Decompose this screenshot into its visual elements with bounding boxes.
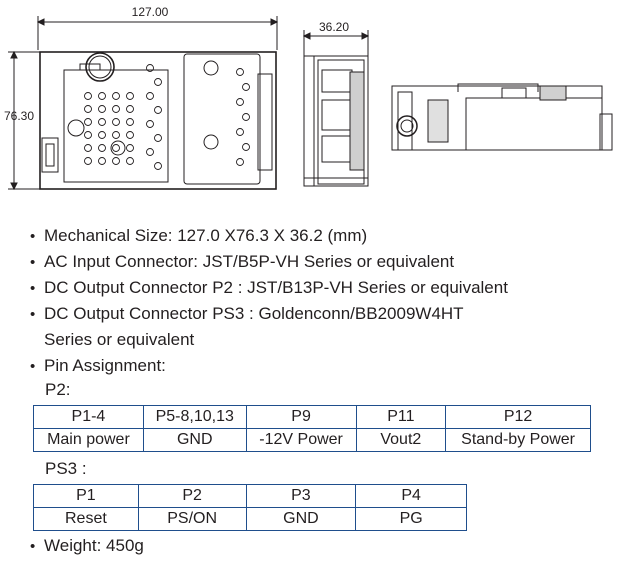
board-hole bbox=[112, 118, 120, 126]
spec-list: •Mechanical Size: 127.0 X76.3 X 36.2 (mm… bbox=[30, 223, 625, 401]
table-cell: P1 bbox=[33, 484, 139, 508]
ac-connector bbox=[41, 137, 59, 173]
width-label: 127.00 bbox=[132, 5, 169, 19]
p2-label: P2: bbox=[45, 380, 71, 399]
board-hole bbox=[242, 113, 250, 121]
table-cell: P5-8,10,13 bbox=[142, 405, 247, 429]
board-hole bbox=[154, 134, 162, 142]
board-hole bbox=[84, 144, 92, 152]
board-hole bbox=[146, 92, 154, 100]
board-hole bbox=[154, 78, 162, 86]
board-hole bbox=[112, 144, 120, 152]
depth-label: 36.20 bbox=[319, 20, 349, 34]
board-hole bbox=[242, 83, 250, 91]
p2-connector bbox=[257, 73, 273, 171]
table-cell: P12 bbox=[445, 405, 591, 429]
board-hole bbox=[98, 144, 106, 152]
table-cell: GND bbox=[142, 428, 247, 452]
table-cell: P4 bbox=[355, 484, 467, 508]
board-hole bbox=[242, 143, 250, 151]
board-hole bbox=[98, 157, 106, 165]
board-hole bbox=[146, 148, 154, 156]
board-hole bbox=[126, 131, 134, 139]
table-cell: -12V Power bbox=[245, 428, 357, 452]
table-cell: GND bbox=[245, 507, 357, 531]
board-hole bbox=[112, 92, 120, 100]
board-hole bbox=[98, 131, 106, 139]
board-hole bbox=[236, 98, 244, 106]
board-hole bbox=[112, 131, 120, 139]
table-cell: P1-4 bbox=[33, 405, 144, 429]
table-cell: Reset bbox=[33, 507, 139, 531]
p2-pin-table: P1-4 P5-8,10,13 P9 P11 P12 Main power GN… bbox=[33, 405, 591, 452]
board-outline bbox=[39, 51, 277, 190]
board-hole bbox=[126, 118, 134, 126]
board-hole bbox=[112, 157, 120, 165]
table-cell: P9 bbox=[245, 405, 357, 429]
bullet-dc-output-p2: •DC Output Connector P2 : JST/B13P-VH Se… bbox=[30, 278, 508, 297]
board-hole bbox=[98, 92, 106, 100]
board-hole bbox=[126, 144, 134, 152]
table-cell: PG bbox=[355, 507, 467, 531]
table-cell: P2 bbox=[137, 484, 247, 508]
table-cell: P11 bbox=[355, 405, 447, 429]
board-hole bbox=[154, 162, 162, 170]
board-hole bbox=[126, 157, 134, 165]
bullet-ac-input: •AC Input Connector: JST/B5P-VH Series o… bbox=[30, 252, 455, 271]
fan-circle bbox=[85, 52, 115, 82]
board-hole bbox=[84, 131, 92, 139]
board-hole bbox=[98, 118, 106, 126]
board-hole bbox=[84, 118, 92, 126]
mechanical-drawing: 127.00 76.30 36.20 bbox=[4, 5, 613, 191]
board-hole bbox=[146, 64, 154, 72]
board-hole bbox=[146, 120, 154, 128]
board-hole bbox=[126, 105, 134, 113]
table-cell: Main power bbox=[33, 428, 144, 452]
table-cell: Vout2 bbox=[355, 428, 447, 452]
bullet-mechanical-size: •Mechanical Size: 127.0 X76.3 X 36.2 (mm… bbox=[30, 226, 368, 245]
board-hole bbox=[84, 92, 92, 100]
table-cell: P3 bbox=[245, 484, 357, 508]
board-hole bbox=[126, 92, 134, 100]
table-cell: Stand-by Power bbox=[445, 428, 591, 452]
board-hole bbox=[84, 157, 92, 165]
height-label: 76.30 bbox=[4, 109, 34, 123]
bullet-continuation: Series or equivalent bbox=[44, 330, 195, 349]
ps3-pin-table: P1 P2 P3 P4 Reset PS/ON GND PG bbox=[33, 484, 467, 531]
bullet-dc-output-ps3: •DC Output Connector PS3 : Goldenconn/BB… bbox=[30, 304, 464, 323]
board-hole bbox=[112, 105, 120, 113]
end-view bbox=[391, 85, 603, 151]
table-cell: PS/ON bbox=[137, 507, 247, 531]
board-hole bbox=[98, 105, 106, 113]
board-hole bbox=[154, 106, 162, 114]
bullet-pin-assignment: •Pin Assignment: bbox=[30, 356, 166, 375]
side-view bbox=[303, 55, 369, 187]
ps3-label: PS3 : bbox=[45, 459, 87, 478]
board-hole bbox=[236, 158, 244, 166]
board-hole bbox=[236, 128, 244, 136]
bullet-weight: •Weight: 450g bbox=[30, 536, 144, 555]
board-hole bbox=[236, 68, 244, 76]
board-hole bbox=[84, 105, 92, 113]
